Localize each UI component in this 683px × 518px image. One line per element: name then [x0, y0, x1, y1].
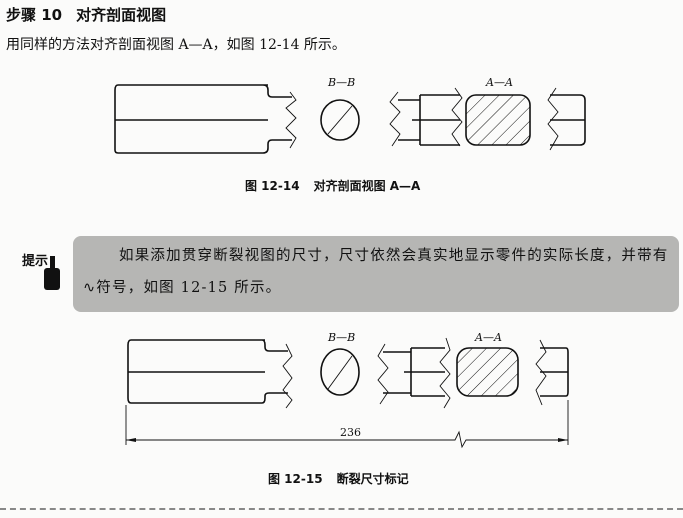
figure-12-15-drawing: B—B A—A 236: [125, 331, 569, 449]
dimension-value: 236: [340, 426, 361, 439]
figure-number: 图 12-15: [268, 472, 323, 486]
step-heading: 步骤 10 对齐剖面视图: [6, 4, 180, 25]
tip-box: 如果添加贯穿断裂视图的尺寸，尺寸依然会真实地显示零件的实际长度，并带有∿符号，如…: [73, 236, 679, 312]
step-title: 对齐剖面视图: [76, 6, 167, 24]
figure-caption: 断裂尺寸标记: [336, 472, 409, 486]
intro-text: 用同样的方法对齐剖面视图 A—A，如图 12-14 所示。: [6, 37, 346, 53]
pointing-hand-icon: [42, 256, 62, 296]
figure-number: 图 12-14: [245, 179, 300, 193]
tip-label: 提示: [22, 254, 49, 269]
figure-caption: 对齐剖面视图 A—A: [313, 179, 421, 193]
figure-12-15-caption: 图 12-15 断裂尺寸标记: [268, 470, 423, 487]
divider: [0, 508, 683, 510]
figure-12-14-drawing: B—B A—A: [114, 76, 586, 154]
figure-12-14-caption: 图 12-14 对齐剖面视图 A—A: [245, 177, 434, 194]
section-label-a: A—A: [474, 331, 502, 344]
section-label-b: B—B: [327, 76, 355, 89]
step-number: 步骤 10: [6, 6, 63, 24]
section-label-b: B—B: [327, 331, 355, 344]
section-label-a: A—A: [485, 76, 513, 89]
